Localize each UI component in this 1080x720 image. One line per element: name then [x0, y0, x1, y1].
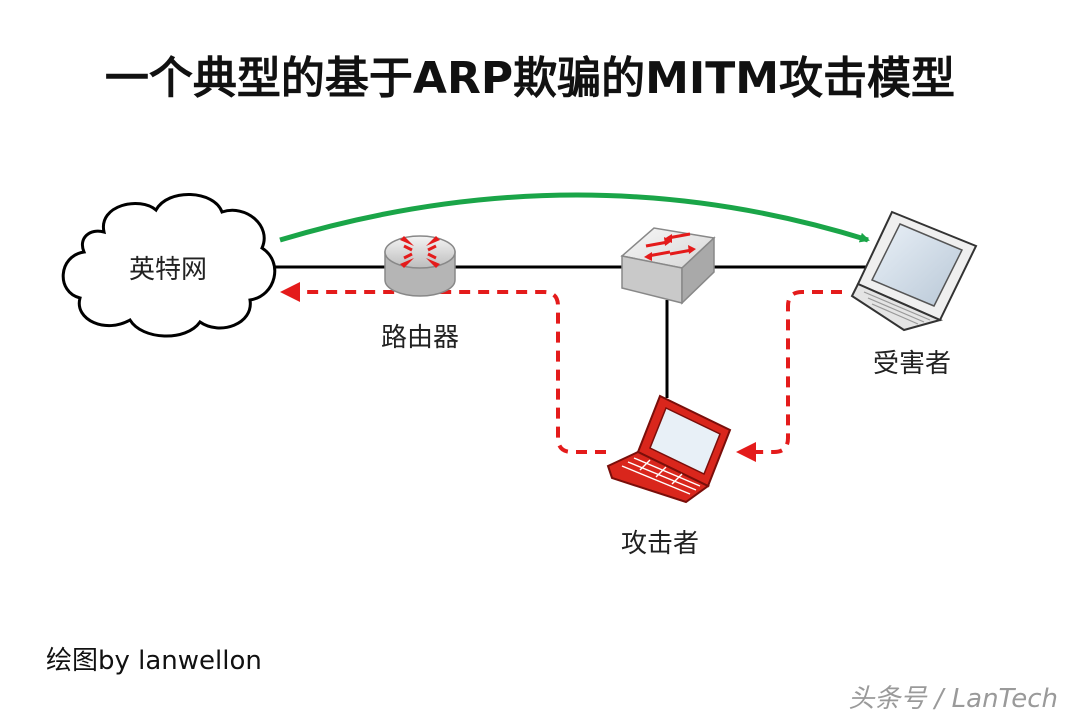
switch-node — [620, 227, 716, 305]
switch-icon — [620, 227, 716, 305]
internet-label: 英特网 — [129, 255, 207, 285]
spoofed-arrowhead-attacker — [736, 442, 756, 462]
author-credit: 绘图by lanwellon — [46, 646, 262, 676]
watermark: 头条号 / LanTech — [848, 684, 1058, 714]
victim-laptop-icon — [850, 210, 978, 332]
victim-node: 受害者 — [850, 210, 978, 379]
normal-traffic-arrow — [279, 192, 870, 243]
spoofed-traffic — [280, 282, 842, 462]
network-links — [270, 265, 880, 398]
attacker-node: 攻击者 — [606, 394, 732, 559]
attacker-laptop-icon — [606, 394, 732, 504]
attacker-label: 攻击者 — [621, 529, 699, 559]
router-label: 路由器 — [381, 323, 459, 353]
spoofed-path-attacker-to-internet — [300, 290, 606, 454]
router-node: 路由器 — [381, 235, 459, 353]
spoofed-path-victim-to-attacker — [756, 290, 842, 454]
cloud-icon — [61, 193, 277, 338]
diagram-title: 一个典型的基于ARP欺骗的MITM攻击模型 — [104, 53, 956, 104]
victim-label: 受害者 — [873, 349, 951, 379]
spoofed-arrowhead-internet — [280, 282, 300, 302]
router-icon — [384, 235, 456, 297]
internet-cloud: 英特网 — [61, 193, 277, 338]
